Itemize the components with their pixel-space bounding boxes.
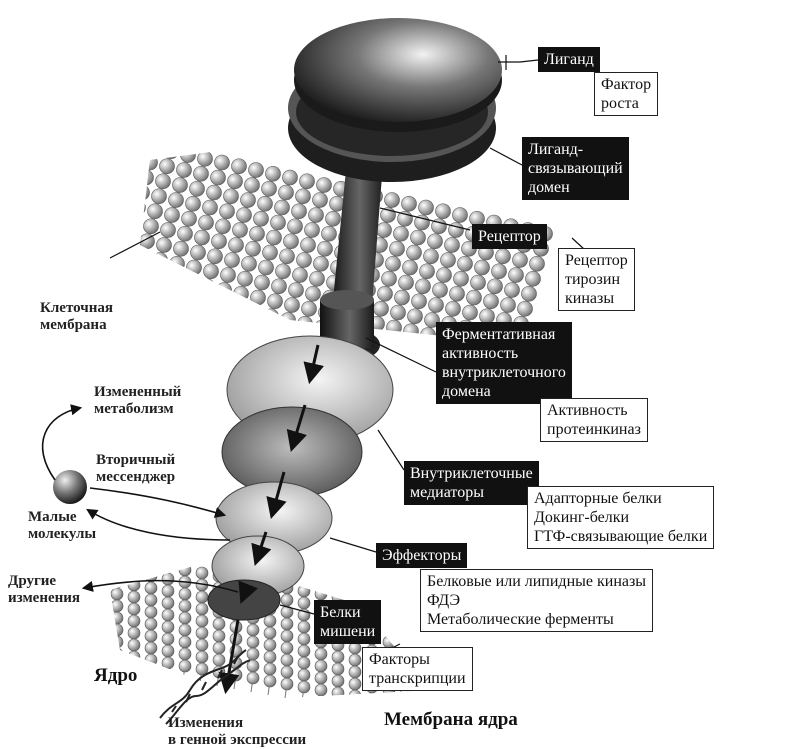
target-protein-disc <box>208 580 280 620</box>
other-changes-label: Другие изменения <box>8 573 80 607</box>
ligand-disc <box>294 18 502 132</box>
intracellular-mediators-label: Внутриклеточные медиаторы <box>404 461 539 505</box>
altered-metabolism-label: Измененный метаболизм <box>94 384 181 418</box>
transcription-factors-label: Факторы транскрипции <box>362 647 473 691</box>
small-molecules-label: Малые молекулы <box>28 509 96 543</box>
mediator-types-label: Адапторные белки Докинг-белки ГТФ-связыв… <box>527 486 714 549</box>
ligand-binding-domain-label: Лиганд- связывающий домен <box>522 137 629 200</box>
nuclear-membrane-label: Мембрана ядра <box>384 710 518 729</box>
receptor-label: Рецептор <box>472 224 547 249</box>
growth-factor-label: Фактор роста <box>594 72 658 116</box>
effector-types-label: Белковые или липидные киназы ФДЭ Метабол… <box>420 569 653 632</box>
small-molecule-ball <box>53 470 87 504</box>
second-messenger-label: Вторичный мессенджер <box>96 452 175 486</box>
enzymatic-activity-label: Ферментативная активность внутриклеточно… <box>436 322 572 404</box>
effectors-label: Эффекторы <box>376 543 467 568</box>
target-proteins-label: Белки мишени <box>314 600 381 644</box>
cell-membrane-label: Клеточная мембрана <box>40 300 113 334</box>
ligand-label: Лиганд <box>538 47 600 72</box>
receptor-tyrosine-kinase-label: Рецептор тирозин киназы <box>558 248 635 311</box>
protein-kinase-activity-label: Активность протеинкиназ <box>540 398 648 442</box>
gene-expression-changes-label: Изменения в генной экспрессии <box>168 715 306 749</box>
nucleus-label: Ядро <box>94 666 137 685</box>
